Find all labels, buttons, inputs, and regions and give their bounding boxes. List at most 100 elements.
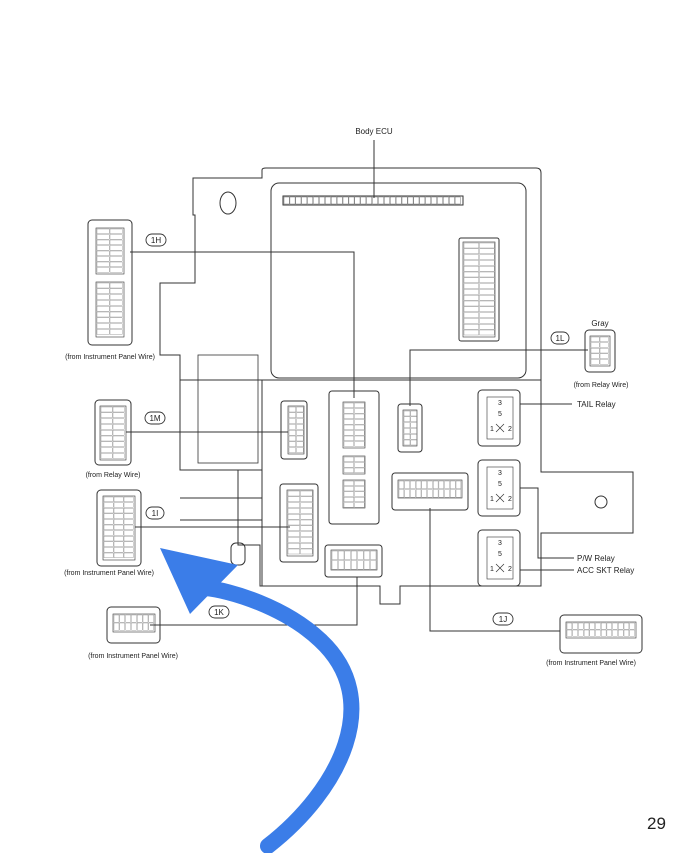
pin-cell <box>123 513 134 519</box>
pin-cell <box>112 412 125 418</box>
pin-cell <box>599 342 609 348</box>
pin-cell <box>288 418 296 424</box>
leader-1l <box>409 349 588 406</box>
pin-cell <box>343 462 354 468</box>
pins-1j <box>566 622 635 637</box>
pin-cell <box>629 622 635 630</box>
pin-cell <box>479 324 495 330</box>
pin-cell <box>479 254 495 260</box>
pin-cell <box>363 560 370 570</box>
ecu-pin <box>307 196 314 205</box>
pin-cell <box>287 548 300 555</box>
pin-cell <box>103 547 114 553</box>
pin-cell <box>343 456 354 462</box>
pin-cell <box>300 531 313 537</box>
pin-cell <box>287 490 300 497</box>
pin-cell <box>288 430 296 436</box>
pin-cell <box>100 412 113 418</box>
pin-cell <box>410 428 417 434</box>
tail-relay-label: TAIL Relay <box>577 400 616 409</box>
pin-cell <box>433 480 439 489</box>
pin-cell <box>287 502 300 508</box>
pin-cell <box>123 502 134 508</box>
pin-cell <box>354 408 365 414</box>
pins-1l <box>590 336 609 365</box>
pin-cell <box>96 282 110 289</box>
pin-cell <box>288 447 296 453</box>
pin-cell <box>343 435 354 441</box>
pin-cell <box>100 441 113 447</box>
connector-1k-housing <box>324 544 383 578</box>
pin-cell <box>479 248 495 254</box>
pin-cell <box>590 359 600 365</box>
pin-cell <box>96 323 110 329</box>
pin-cell <box>343 413 354 419</box>
pin-cell <box>287 537 300 543</box>
pin-cell <box>109 256 123 262</box>
ecu-pin <box>443 196 449 205</box>
pin-cell <box>125 622 131 631</box>
source-1k: (from Instrument Panel Wire) <box>88 653 178 660</box>
pin-cell <box>590 353 600 359</box>
source-1m: (from Relay Wire) <box>86 472 141 479</box>
pin-cell <box>354 467 365 473</box>
pin-cell <box>100 453 113 459</box>
pin-cell <box>343 430 354 436</box>
pin-cell <box>463 254 479 260</box>
pin-cell <box>113 496 124 502</box>
badge-1j <box>492 612 514 626</box>
ecu-pin <box>325 196 331 205</box>
pin-cell <box>343 402 354 408</box>
pin-cell <box>112 430 125 436</box>
pin-cell <box>601 629 607 637</box>
pin-cell <box>599 359 609 365</box>
pin-cell <box>288 441 296 447</box>
tail-relay-socket <box>477 389 521 447</box>
pin-cell <box>463 312 479 318</box>
pin-cell <box>410 416 417 422</box>
pin-cell <box>351 550 357 560</box>
pin-cell <box>287 496 300 502</box>
pin-cell <box>590 342 600 348</box>
pin-cell <box>96 261 110 267</box>
pin-cell <box>403 410 411 417</box>
pin-cell <box>357 550 364 560</box>
pin-cell <box>109 288 123 294</box>
pin-cell <box>96 306 110 312</box>
pin-cell <box>109 300 123 306</box>
pin-cell <box>300 519 313 526</box>
relay-pin-number: 2 <box>508 426 512 433</box>
pin-cell <box>109 311 123 318</box>
pin-cell <box>455 480 462 489</box>
pins-1m <box>100 406 125 459</box>
housing-outline <box>159 167 634 605</box>
pin-cell <box>354 456 365 462</box>
ecu-pin <box>413 196 420 205</box>
acc-skt-relay-socket <box>477 529 521 587</box>
ecu-pin <box>354 196 361 205</box>
pin-cell <box>572 629 578 637</box>
pin-cell <box>287 543 300 549</box>
pin-cell <box>113 622 120 631</box>
pin-cell <box>296 412 304 418</box>
ecu-strip-pins <box>283 196 461 205</box>
pins-center-c <box>343 480 365 508</box>
pin-cell <box>296 441 304 447</box>
pin-cell <box>403 422 411 428</box>
pin-cell <box>404 489 410 498</box>
pin-cell <box>343 486 354 492</box>
pin-cell <box>113 524 124 530</box>
leader-1k <box>150 577 358 626</box>
pins-inner-1m <box>288 406 304 453</box>
pin-cell <box>566 629 573 637</box>
relay-pin-number: 1 <box>490 496 494 503</box>
pin-cell <box>354 480 365 486</box>
pin-cell <box>403 428 411 434</box>
pin-cell <box>109 323 123 329</box>
ecu-pin <box>395 196 402 205</box>
pin-cell <box>300 496 313 502</box>
pin-cell <box>109 267 123 273</box>
pin-cell <box>354 402 365 408</box>
pin-cell <box>463 318 479 324</box>
